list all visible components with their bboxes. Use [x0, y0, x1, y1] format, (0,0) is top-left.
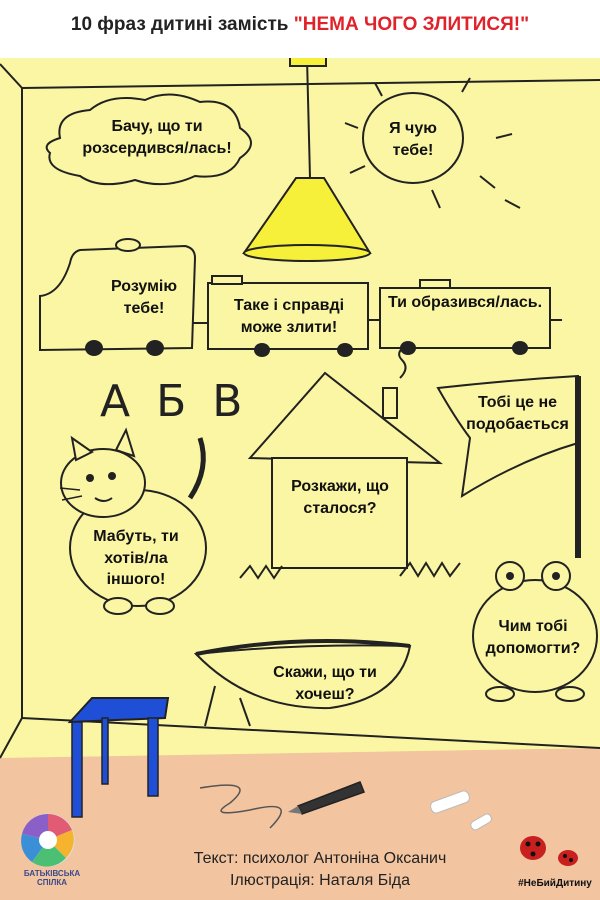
table-drawing	[67, 697, 170, 818]
ladybug-icon-1	[520, 836, 546, 860]
letters-abv: А Б В	[100, 376, 248, 427]
logo-name-line1: БАТЬКІВСЬКА	[23, 869, 81, 878]
credits-text: Текст: психолог Антоніна Оксанич	[193, 850, 447, 867]
flag-drawing	[436, 374, 581, 558]
chalk-1	[430, 790, 470, 814]
phrase-wagon-1: Таке і справді може злити!	[233, 297, 345, 336]
wagon-1-drawing	[192, 275, 369, 357]
phrase-cat: Мабуть, ти хотів/ла іншого!	[93, 528, 179, 589]
illustration: А Б В	[0, 58, 600, 900]
page-title: 10 фраз дитині замість "НЕМА ЧОГО ЗЛИТИС…	[0, 14, 600, 36]
header-bar: 10 фраз дитині замість "НЕМА ЧОГО ЗЛИТИС…	[0, 0, 600, 58]
room-line-floor	[21, 717, 600, 749]
title-highlight: "НЕМА ЧОГО ЗЛИТИСЯ!"	[293, 14, 530, 35]
sun	[344, 77, 521, 209]
cat-drawing	[59, 427, 207, 615]
phrase-sun: Я чую тебе!	[389, 120, 437, 159]
cloud-shape	[45, 93, 252, 186]
phrase-wagon-2: Ти образився/лась.	[387, 294, 543, 311]
logo-icon	[21, 813, 75, 867]
credits-illustration: Ілюстрація: Наталя Біда	[229, 872, 411, 889]
phrase-flag: Тобі це не подобається	[466, 394, 569, 433]
ladybug-icon-2	[558, 850, 578, 866]
phrase-car: Розумію тебе!	[110, 278, 178, 317]
lamp	[242, 58, 372, 262]
logo-name: БАТЬКІВСЬКА СПІЛКА	[16, 869, 88, 888]
boat-drawing	[193, 639, 412, 727]
phrase-cloud: Бачу, що ти розсердився/лась!	[82, 118, 232, 157]
logo-name-line2: СПІЛКА	[36, 877, 68, 887]
title-prefix: 10 фраз дитині замість	[70, 14, 289, 35]
phrase-frog: Чим тобі допомогти?	[485, 618, 581, 657]
hashtag: #НеБийДитину	[518, 878, 592, 889]
phrase-house: Розкажи, що сталося?	[291, 478, 389, 517]
room-line-top	[21, 79, 600, 89]
room-line-left	[0, 63, 23, 759]
frog-drawing	[472, 561, 598, 702]
wagon-2-drawing	[368, 279, 562, 355]
car-drawing	[39, 238, 197, 356]
house-drawing	[239, 345, 461, 580]
pencil-drawing	[288, 781, 365, 815]
phrase-boat: Скажи, що ти хочеш?	[273, 664, 377, 703]
floor-scribble	[199, 784, 282, 829]
chalk-2	[470, 813, 492, 831]
